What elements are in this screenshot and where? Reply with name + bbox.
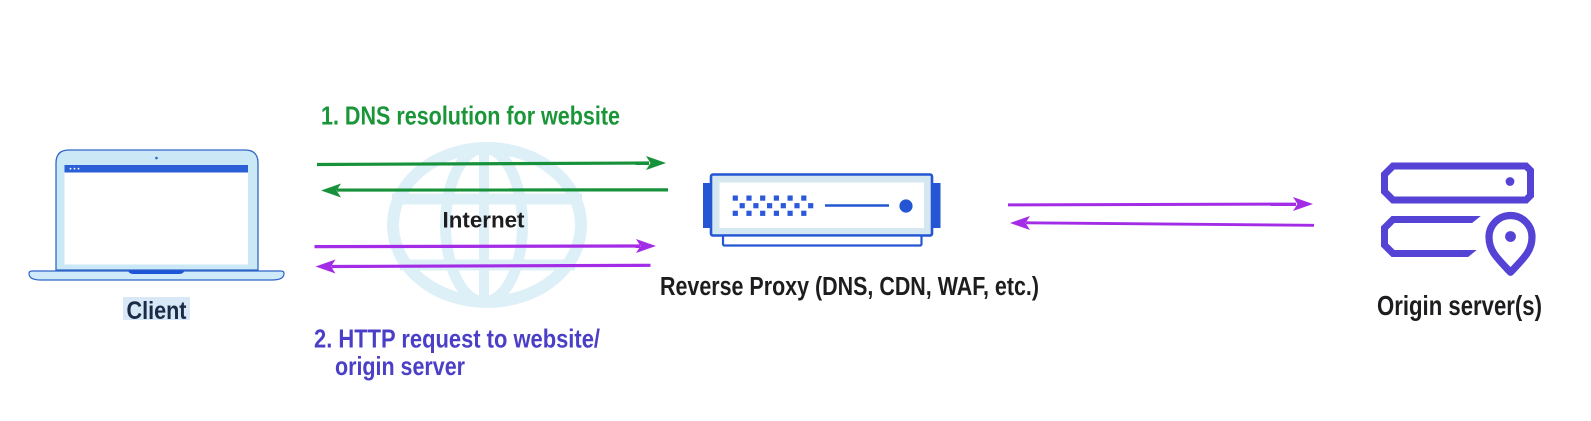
svg-text:origin server: origin server [335,351,465,381]
svg-text:1. DNS resolution for website: 1. DNS resolution for website [321,101,620,131]
svg-text:2. HTTP request to website/: 2. HTTP request to website/ [314,324,600,354]
svg-text:Internet: Internet [443,207,526,232]
svg-text:Origin server(s): Origin server(s) [1377,290,1542,321]
svg-text:Client: Client [127,297,188,325]
svg-text:Reverse Proxy (DNS, CDN, WAF,: Reverse Proxy (DNS, CDN, WAF, etc.) [660,273,1039,301]
